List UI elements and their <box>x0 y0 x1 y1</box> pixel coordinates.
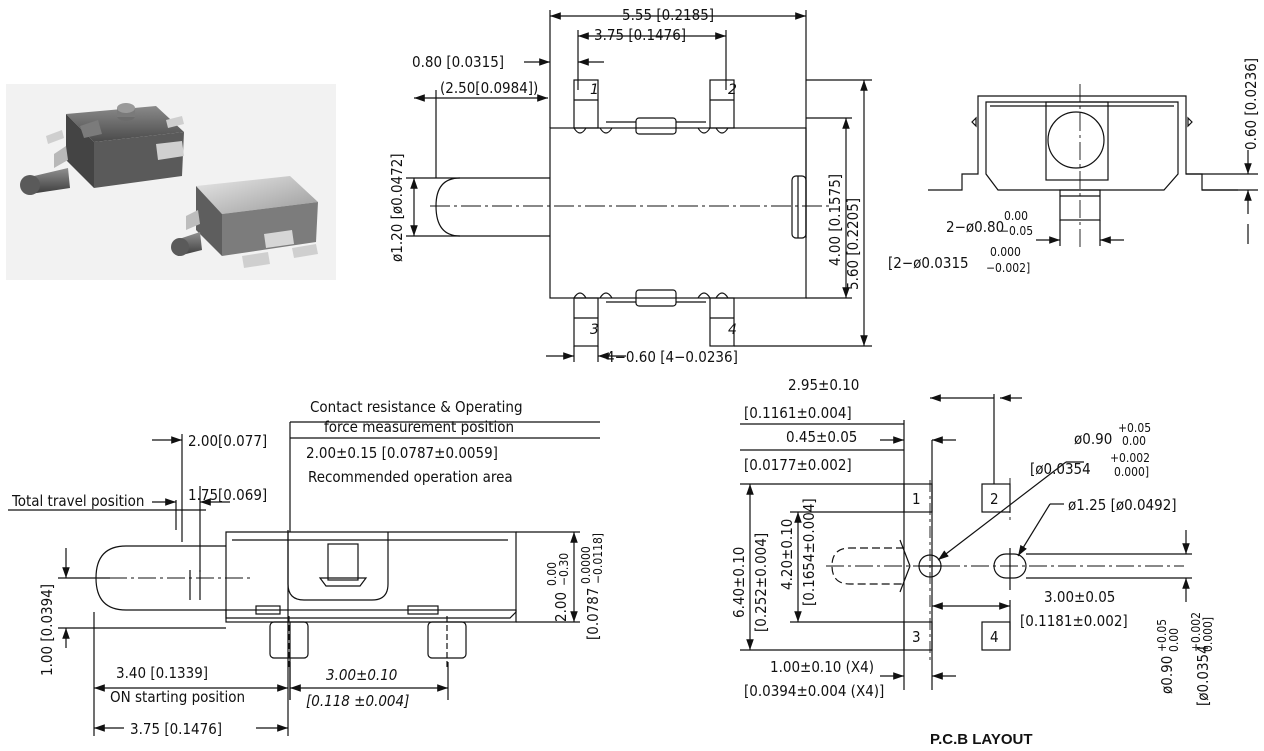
pcb-pad-4: 4 <box>990 628 999 646</box>
total-travel-label: Total travel position <box>11 492 144 510</box>
side-height-mm-tol-low: −0.30 <box>557 553 571 586</box>
pcb-dim-640: 6.40±0.10 <box>730 547 748 618</box>
top-body-h-total: 5.60 [0.2205] <box>844 198 862 290</box>
top-lead-width: 4−0.60 [4−0.0236] <box>606 348 738 366</box>
side-dim-340: 3.40 [0.1339] <box>116 664 208 682</box>
side-dim-300: 3.00±0.10 <box>326 666 397 684</box>
side-dim-100: 1.00 [0.0394] <box>38 584 56 676</box>
switch-photo-front <box>171 176 318 268</box>
top-width-total: 5.55 [0.2185] <box>622 6 714 24</box>
pcb-pad-1: 1 <box>912 490 921 508</box>
pcb-dim-295-in: [0.1161±0.004] <box>744 404 852 422</box>
side-height-mm-tol-up: 0.00 <box>545 562 559 586</box>
top-actuator-dia: ø1.20 [ø0.0472] <box>388 153 406 262</box>
side-height-in-tol-low: −0.0118] <box>591 533 605 584</box>
pcb-dim-420: 4.20±0.10 <box>778 519 796 590</box>
switch-photo-back <box>20 103 184 195</box>
pcb-hole-090-v: ø0.90 <box>1158 656 1176 694</box>
end-post-dia-mm: 2−ø0.80 <box>946 218 1004 236</box>
pcb-dim-300-in: [0.1181±0.002] <box>1020 612 1128 630</box>
side-dim-300-in: [0.118 ±0.004] <box>306 692 409 710</box>
pcb-dim-100-in: [0.0394±0.004 (X4)] <box>744 682 884 700</box>
side-dim-200: 2.00[0.077] <box>188 432 267 450</box>
contact-note-1: Contact resistance & Operating <box>310 398 523 416</box>
pcb-hole-125: ø1.25 [ø0.0492] <box>1068 496 1177 514</box>
side-height-mm: 2.00 <box>552 592 570 622</box>
pcb-pad-2: 2 <box>990 490 999 508</box>
end-post-tol-in-upper: 0.000 <box>990 245 1021 259</box>
pcb-dim-045-in: [0.0177±0.002] <box>744 456 852 474</box>
pcb-hole-090-in: [ø0.0354 <box>1030 460 1091 478</box>
end-post-dia-in: [2−ø0.0315 <box>888 254 969 272</box>
top-pin-1: 1 <box>590 82 599 98</box>
pcb-dim-300: 3.00±0.05 <box>1044 588 1115 606</box>
top-pin-3: 3 <box>590 322 599 338</box>
pcb-hole-090-v-in-tol-up: +0.002 <box>1189 612 1203 652</box>
pcb-hole-090-tol-up: +0.05 <box>1118 421 1151 435</box>
pcb-hole-090-v-in-tol-low: 0.000] <box>1201 617 1215 652</box>
pcb-hole-090-v-tol-up: +0.05 <box>1155 619 1169 652</box>
pcb-hole-090-in-tol-low: 0.000] <box>1114 465 1149 479</box>
end-post-tol-mm-upper: 0.00 <box>1004 209 1028 223</box>
top-pin-4: 4 <box>728 322 737 338</box>
side-height-in: [0.0787 <box>584 588 602 640</box>
pcb-dim-640-in: [0.252±0.004] <box>752 533 770 632</box>
on-start-label: ON starting position <box>110 688 245 706</box>
end-height: 0.60 [0.0236] <box>1242 58 1260 150</box>
top-actuator-len: (2.50[0.0984]) <box>440 79 538 97</box>
side-view <box>8 421 600 736</box>
pcb-pad-3: 3 <box>912 628 921 646</box>
contact-note-2: force measurement position <box>324 418 514 436</box>
side-dim-175: 1.75[0.069] <box>188 486 267 504</box>
pcb-dim-420-in: [0.1654±0.004] <box>800 498 818 606</box>
top-body-h-inner: 4.00 [0.1575] <box>826 174 844 266</box>
end-view <box>928 84 1258 250</box>
product-photo <box>6 84 336 280</box>
pcb-dim-100: 1.00±0.10 (X4) <box>770 658 874 676</box>
side-height-in-tol-up: 0.0000 <box>579 546 593 584</box>
side-dim-200-tol: 2.00±0.15 [0.0787±0.0059] <box>306 444 498 462</box>
recommended-area: Recommended operation area <box>308 468 513 486</box>
pcb-dim-295: 2.95±0.10 <box>788 376 859 394</box>
pcb-hole-090-v-in: [ø0.0354 <box>1194 645 1212 706</box>
top-pin-2: 2 <box>728 82 737 98</box>
top-width-inner: 3.75 [0.1476] <box>594 26 686 44</box>
pcb-hole-090-v-tol-low: 0.00 <box>1167 628 1181 652</box>
end-post-tol-mm-lower: −0.05 <box>1000 224 1033 238</box>
pcb-dim-045: 0.45±0.05 <box>786 428 857 446</box>
pcb-hole-090-tol-low: 0.00 <box>1122 434 1146 448</box>
side-dim-375: 3.75 [0.1476] <box>130 720 222 738</box>
pcb-hole-090-in-tol-up: +0.002 <box>1110 451 1150 465</box>
pcb-layout-title: P.C.B LAYOUT <box>930 731 1033 748</box>
top-lead-offset: 0.80 [0.0315] <box>412 53 504 71</box>
end-post-tol-in-lower: −0.002] <box>986 261 1030 275</box>
pcb-hole-090: ø0.90 <box>1074 430 1112 448</box>
top-view <box>406 10 872 362</box>
pcb-layout <box>740 394 1192 690</box>
